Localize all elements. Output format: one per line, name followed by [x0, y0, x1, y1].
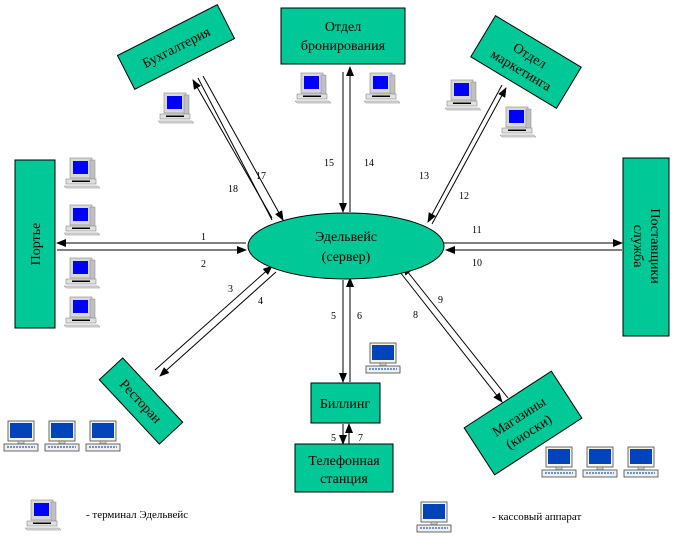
- flow-label-11: 11: [472, 225, 482, 236]
- flow-label-17: 17: [256, 171, 266, 182]
- flow-label-5: 5: [331, 311, 336, 322]
- flow-label-14: 14: [364, 158, 374, 169]
- flow-12-arrow: [431, 87, 507, 225]
- phone-station-node: Телефонная станция: [294, 443, 394, 493]
- flow-labels: 1 2 3 4 5 6 7 5 8 9 10 11 12 13 14 15 17…: [201, 158, 482, 444]
- flow-label-13: 13: [419, 171, 429, 182]
- server-subtitle: (сервер): [322, 250, 371, 265]
- terminal-icon: [363, 72, 401, 104]
- terminal-icon: [157, 92, 195, 124]
- flow-label-1: 1: [201, 232, 206, 243]
- flow-label-15: 15: [324, 158, 334, 169]
- flow-label-9: 9: [438, 295, 443, 306]
- flow-label-2: 2: [201, 259, 206, 270]
- booking-label-1: Отдел: [325, 20, 361, 35]
- flow-label-3: 3: [228, 284, 233, 295]
- flow-label-18: 18: [228, 184, 238, 195]
- cash-register-icon: [365, 342, 401, 374]
- accounting-node: Бухгалтерия: [116, 3, 236, 91]
- server-node: Эдельвейс (сервер): [247, 212, 445, 280]
- terminal-icon: [294, 72, 332, 104]
- porter-node: Портье: [14, 159, 56, 329]
- billing-label: Биллинг: [320, 397, 370, 412]
- terminals: [24, 72, 537, 531]
- billing-node: Биллинг: [310, 382, 381, 424]
- flow-4-arrow: [159, 271, 277, 377]
- cash-register-icon: [582, 446, 618, 478]
- flow-label-5b: 5: [331, 433, 336, 444]
- suppliers-node: Поставщики служба: [622, 157, 670, 337]
- flow-label-12: 12: [459, 191, 469, 202]
- flow-label-4: 4: [258, 296, 263, 307]
- cash-register-icon: [85, 420, 121, 452]
- legend-terminal-label: - терминал Эдельвейс: [86, 509, 188, 521]
- terminal-icon: [63, 296, 101, 328]
- legend-terminal-icon: [24, 499, 62, 531]
- legend-cash-register-icon: [416, 501, 452, 533]
- server-name: Эдельвейс: [315, 230, 377, 245]
- terminal-icon: [444, 79, 482, 111]
- flow-18-arrow: [192, 79, 273, 219]
- cash-register-icon: [44, 420, 80, 452]
- terminal-icon: [63, 257, 101, 289]
- flow-label-6: 6: [357, 311, 362, 322]
- booking-node: Отдел бронирования: [280, 7, 406, 65]
- phone-station-label-1: Телефонная: [308, 454, 380, 469]
- porter-label: Портье: [29, 223, 44, 266]
- flow-17-arrow: [202, 75, 284, 221]
- booking-label-2: бронирования: [301, 39, 386, 54]
- cash-register-icon: [541, 446, 577, 478]
- marketing-node: Отдел маркетинга: [470, 14, 582, 110]
- suppliers-label-2: служба: [630, 225, 645, 269]
- cash-register-icon: [3, 420, 39, 452]
- suppliers-label-1: Поставщики: [647, 208, 662, 284]
- connection-lines: [56, 66, 623, 445]
- flow-label-8: 8: [413, 310, 418, 321]
- flow-3-arrow: [154, 265, 273, 371]
- terminal-icon: [63, 204, 101, 236]
- flow-label-7: 7: [358, 433, 363, 444]
- flow-13-arrow: [427, 84, 503, 223]
- phone-station-label-2: станция: [320, 472, 368, 487]
- cash-register-icon: [623, 446, 659, 478]
- terminal-icon: [63, 157, 101, 189]
- flow-9-arrow: [402, 265, 509, 399]
- legend: - терминал Эдельвейс - кассовый аппарат: [86, 509, 581, 523]
- terminal-icon: [499, 106, 537, 138]
- legend-cash-register-label: - кассовый аппарат: [492, 511, 581, 523]
- flow-label-10: 10: [472, 258, 482, 269]
- flow-8-arrow: [399, 271, 503, 403]
